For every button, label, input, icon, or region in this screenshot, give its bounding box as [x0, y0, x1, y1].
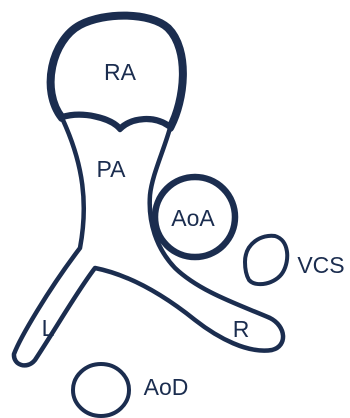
label-right-branch: R — [233, 316, 250, 342]
superior-vena-cava-outline — [245, 236, 287, 284]
label-vcs: VCS — [297, 252, 344, 278]
label-aod: AoD — [144, 374, 189, 400]
label-pa: PA — [97, 156, 127, 182]
label-left-branch: L — [42, 315, 55, 341]
label-aoa: AoA — [171, 205, 215, 231]
descending-aorta-outline — [73, 364, 129, 416]
label-ra: RA — [104, 59, 137, 85]
